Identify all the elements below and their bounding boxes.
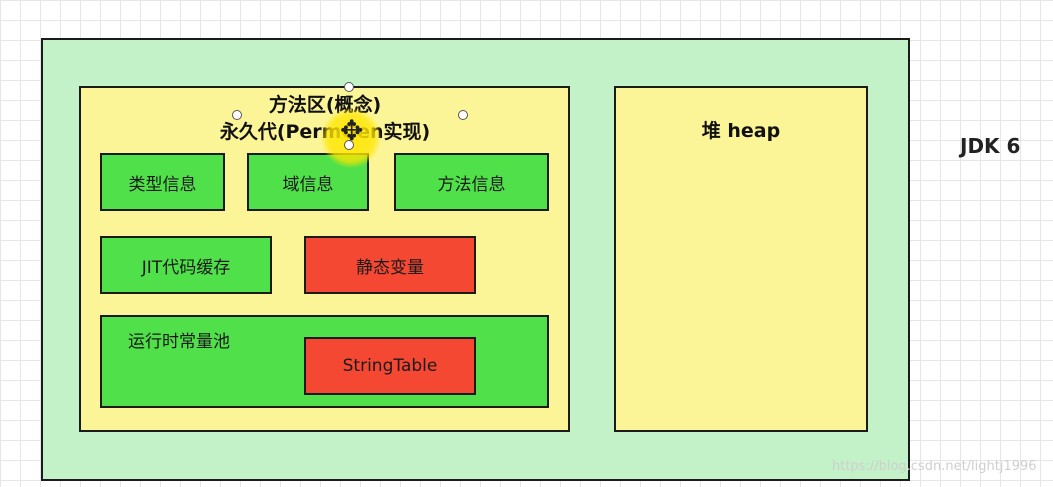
selection-handle-left[interactable] xyxy=(232,110,242,120)
move-cursor-icon: ✥ xyxy=(340,114,364,147)
selection-handle-bottom[interactable] xyxy=(344,140,354,150)
static-variables-box: 静态变量 xyxy=(304,236,476,294)
runtime-constant-pool-label: 运行时常量池 xyxy=(128,332,230,352)
string-table-box: StringTable xyxy=(304,337,476,395)
jit-code-cache-box: JIT代码缓存 xyxy=(100,236,272,294)
heap-title: 堆 heap xyxy=(701,120,781,142)
type-info-box: 类型信息 xyxy=(100,153,225,211)
cursor-highlight xyxy=(321,108,381,168)
method-info-box: 方法信息 xyxy=(394,153,549,211)
selection-handle-right[interactable] xyxy=(458,110,468,120)
selection-handle-top[interactable] xyxy=(344,82,354,92)
heap-area xyxy=(614,86,868,432)
watermark: https://blog.csdn.net/lightj1996 xyxy=(832,459,1037,474)
jdk-version-label: JDK 6 xyxy=(960,134,1021,158)
field-info-box: 域信息 xyxy=(247,153,369,211)
